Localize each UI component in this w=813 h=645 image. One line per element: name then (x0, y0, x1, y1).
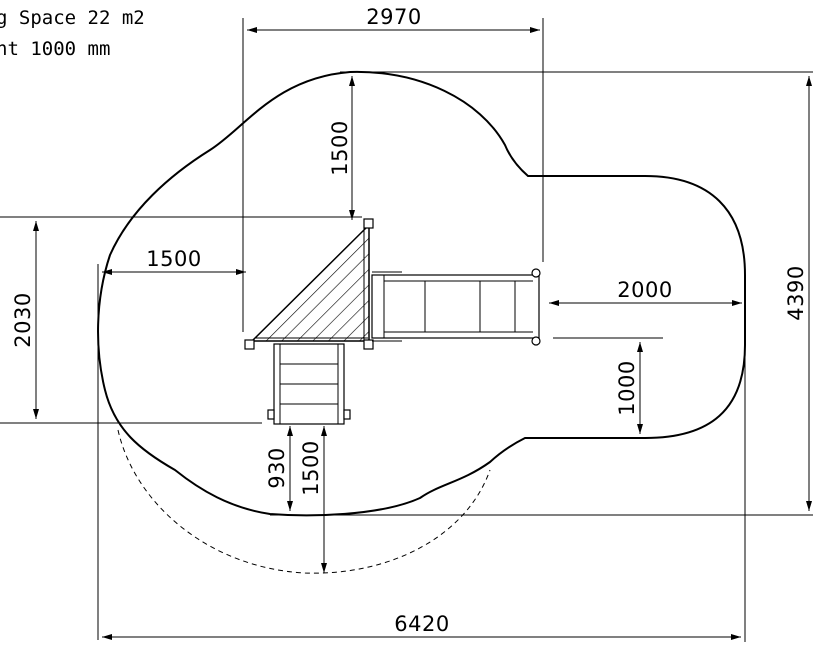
stair-foot-left (267, 409, 275, 420)
slide (371, 268, 541, 346)
slide-foot-top (531, 268, 541, 278)
dim-overall-width: 6420 (394, 612, 449, 636)
stair-foot-right (343, 409, 351, 420)
play-tower (244, 218, 374, 350)
dim-top-width: 2970 (366, 5, 421, 29)
dim-stair-a: 930 (265, 447, 289, 489)
height-note: ht 1000 mm (0, 38, 110, 60)
safety-zone-outline (97, 70, 746, 517)
slide-body (371, 274, 540, 339)
hatched-deck (250, 223, 370, 342)
dim-right-height: 4390 (784, 265, 808, 320)
post-top (363, 218, 374, 229)
slide-foot-bottom (531, 336, 541, 346)
post-left (244, 339, 255, 350)
post-right (363, 339, 374, 350)
clearance-arc (117, 429, 491, 574)
stairs (267, 343, 351, 425)
dim-slide-clearance: 1000 (615, 360, 639, 415)
space-note: g Space 22 m2 (0, 7, 145, 29)
dim-left-offset: 1500 (146, 247, 201, 271)
dim-top-clearance: 1500 (328, 120, 352, 175)
dim-stair-b: 1500 (299, 440, 323, 495)
dim-right-clearance: 2000 (617, 278, 672, 302)
dim-left-height: 2030 (11, 292, 35, 347)
